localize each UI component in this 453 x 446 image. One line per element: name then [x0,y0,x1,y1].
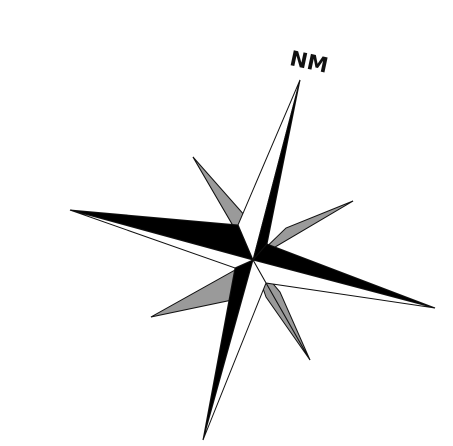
cardinal-points [70,80,435,440]
north-label: NM [288,46,331,77]
